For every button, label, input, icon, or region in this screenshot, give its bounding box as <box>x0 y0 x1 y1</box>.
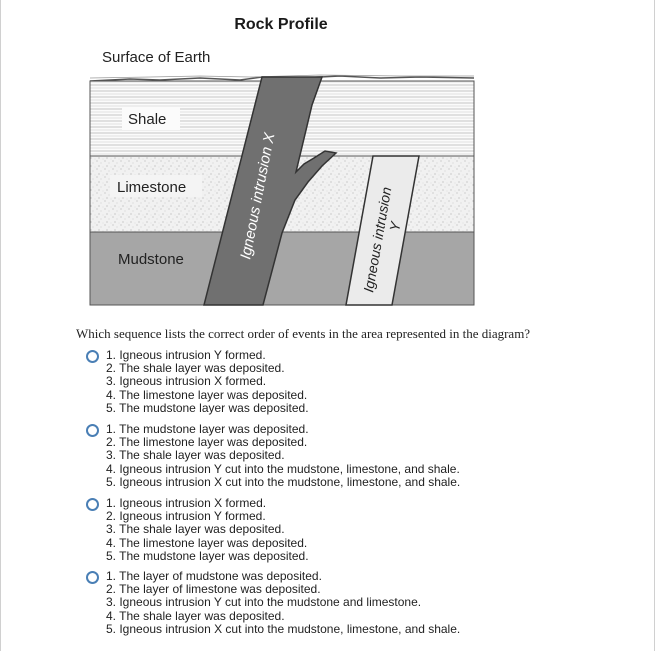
option-step: 4. The shale layer was deposited. <box>106 608 285 623</box>
limestone-label: Limestone <box>117 179 186 196</box>
option-step: 5. Igneous intrusion X cut into the muds… <box>106 474 461 489</box>
option-step: 3. Igneous intrusion Y cut into the muds… <box>106 595 422 610</box>
option-step: 1. Igneous intrusion X formed. <box>106 496 267 510</box>
option-step: 3. The shale layer was deposited. <box>106 522 285 537</box>
radio-button[interactable] <box>86 571 99 584</box>
option-step: 4. Igneous intrusion Y cut into the muds… <box>106 461 460 476</box>
surface-label: Surface of Earth <box>102 49 210 66</box>
option-step: 2. The limestone layer was deposited. <box>106 435 308 450</box>
option-step: 3. Igneous intrusion X formed. <box>106 374 267 389</box>
option-steps: 1. Igneous intrusion Y formed. 2. The sh… <box>106 348 309 415</box>
shale-label-bg <box>122 108 180 130</box>
limestone-label-bg <box>110 175 202 197</box>
rock-profile-diagram: Rock Profile Surface of Earth Shale Lime… <box>89 16 475 306</box>
option-step: 5. The mudstone layer was deposited. <box>106 400 309 415</box>
radio-button[interactable] <box>86 498 99 511</box>
mudstone-layer <box>89 231 475 306</box>
diagram-title: Rock Profile <box>234 16 327 33</box>
option-step: 2. Igneous intrusion Y formed. <box>106 509 266 524</box>
option-step: 5. Igneous intrusion X cut into the muds… <box>106 621 461 636</box>
option-step: 1. The mudstone layer was deposited. <box>106 422 309 436</box>
page-border-right <box>654 0 655 651</box>
option-step: 2. The layer of limestone was deposited. <box>106 582 321 597</box>
intrusion-x <box>203 76 338 306</box>
shale-label: Shale <box>128 111 166 128</box>
option-step: 1. Igneous intrusion Y formed. <box>106 348 266 362</box>
option-step: 2. The shale layer was deposited. <box>106 361 285 376</box>
option-steps: 1. Igneous intrusion X formed. 2. Igneou… <box>106 496 309 563</box>
question-text: Which sequence lists the correct order o… <box>76 326 531 341</box>
option-step: 4. The limestone layer was deposited. <box>106 387 308 402</box>
option-step: 1. The layer of mudstone was deposited. <box>106 569 322 583</box>
radio-button[interactable] <box>86 350 99 363</box>
option-step: 3. The shale layer was deposited. <box>106 448 285 463</box>
intrusion-y <box>345 155 420 306</box>
option-steps: 1. The mudstone layer was deposited. 2. … <box>106 422 461 489</box>
option-step: 5. The mudstone layer was deposited. <box>106 548 309 563</box>
mudstone-label: Mudstone <box>118 251 184 268</box>
option-step: 4. The limestone layer was deposited. <box>106 535 308 550</box>
option-steps: 1. The layer of mudstone was deposited. … <box>106 569 461 636</box>
radio-button[interactable] <box>86 424 99 437</box>
page-border-left <box>0 0 1 651</box>
